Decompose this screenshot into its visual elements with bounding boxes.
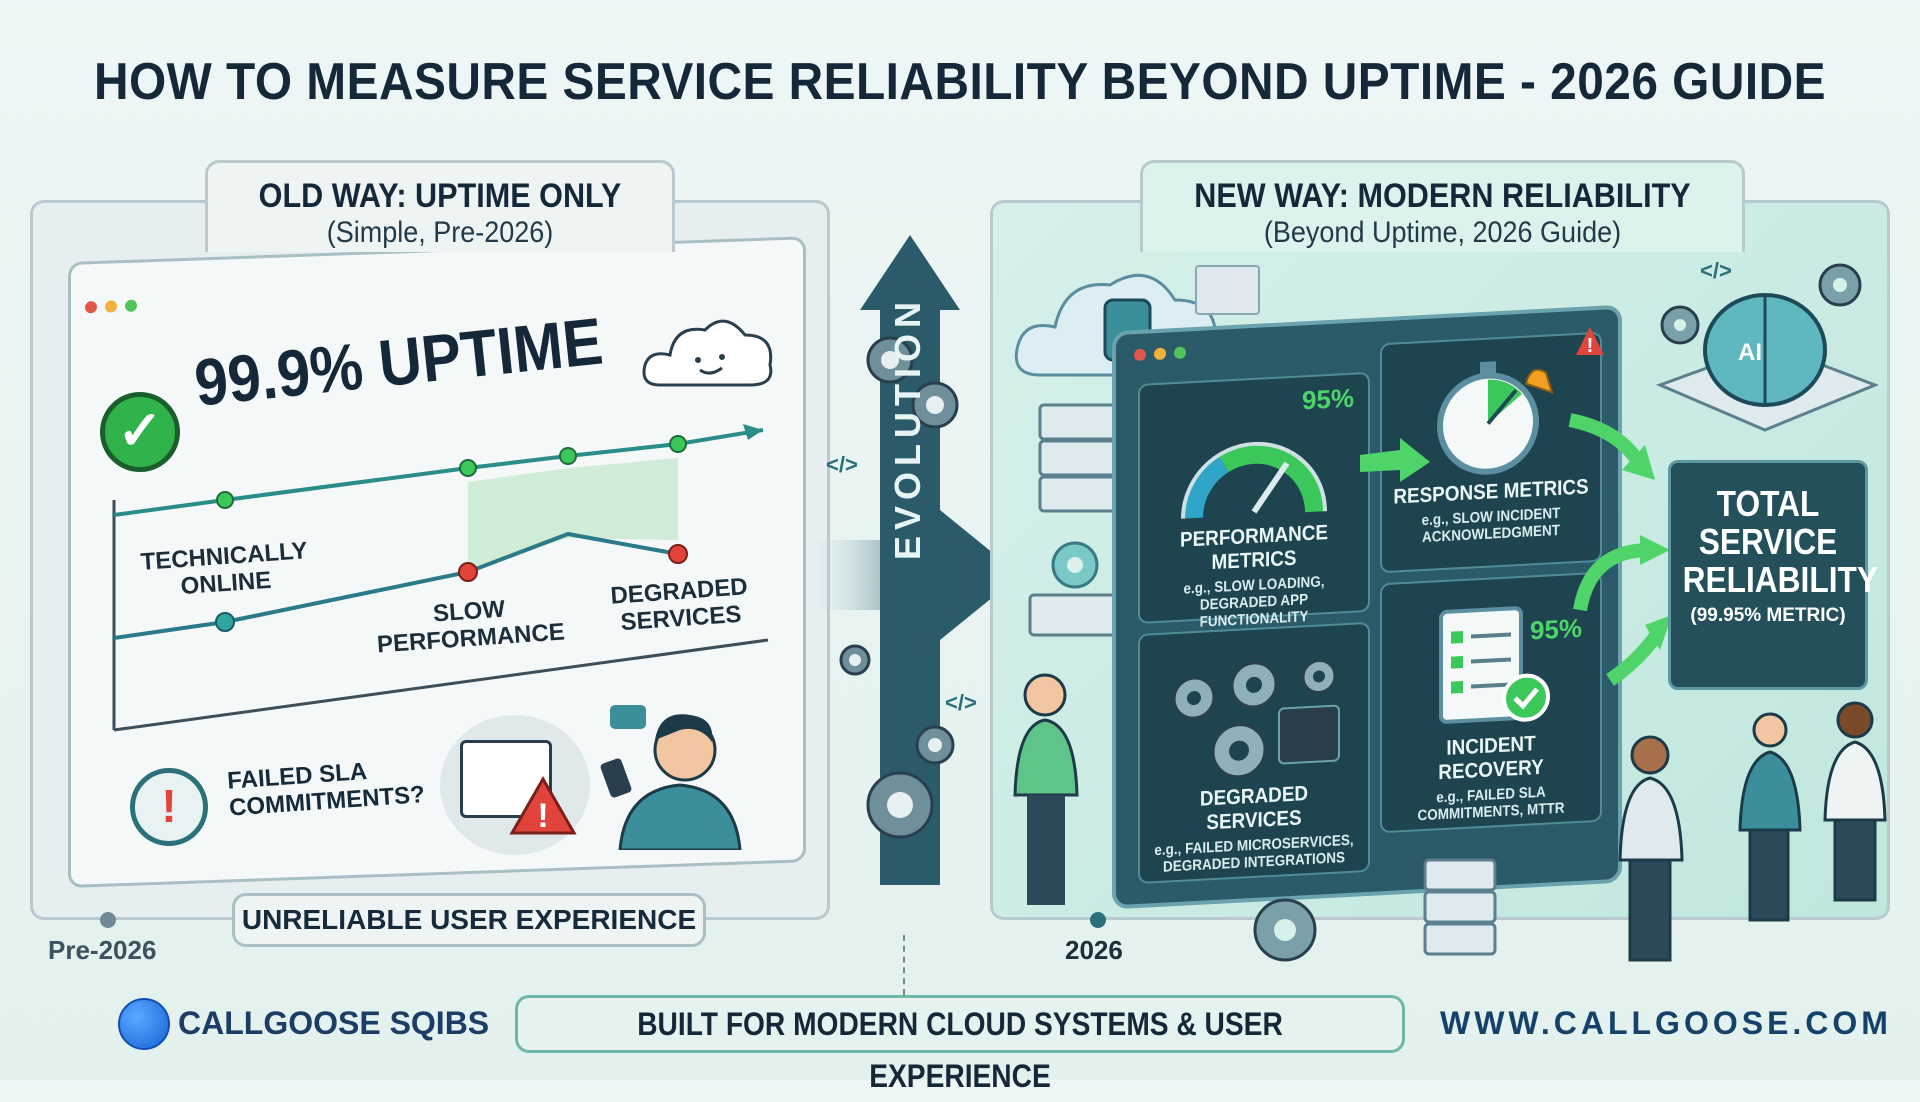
- server-stack-illustration: [1253, 858, 1497, 962]
- window-controls: [85, 298, 145, 318]
- unreliable-experience-banner: UNRELIABLE USER EXPERIENCE: [232, 893, 706, 947]
- tagline-banner: BUILT FOR MODERN CLOUD SYSTEMS & USER EX…: [515, 995, 1405, 1094]
- card-performance-metrics: 95% PERFORMANCE METRICS e.g., SLOW LOADI…: [1138, 371, 1370, 631]
- website-link[interactable]: WWW.CALLGOOSE.COM: [1440, 1005, 1892, 1041]
- happy-cloud-icon: [642, 319, 773, 387]
- brand-name: CALLGOOSE SQIBS: [178, 1005, 490, 1041]
- check-icon: ✓: [100, 392, 180, 472]
- evolution-label: EVOLUTION: [887, 295, 928, 560]
- uptime-chart: [112, 424, 769, 732]
- ai-label: AI: [1738, 339, 1762, 366]
- total-metric: (99.95% METRIC): [1690, 605, 1846, 626]
- error-page-illustration: !: [440, 715, 590, 855]
- gears-icon: [1172, 658, 1340, 779]
- evolution-arrow: [810, 235, 1020, 885]
- code-icon: </>: [1700, 258, 1732, 283]
- warning-icon: !: [509, 775, 577, 835]
- bell-icon: [1524, 368, 1554, 394]
- warning-icon: !: [1576, 327, 1604, 357]
- label-degraded-services: DEGRADED SERVICES: [609, 573, 749, 637]
- old-way-heading: OLD WAY: UPTIME ONLY: [258, 177, 622, 215]
- reliability-dashboard: 95% PERFORMANCE METRICS e.g., SLOW LOADI…: [1112, 304, 1622, 910]
- card-description: e.g., FAILED SLA COMMITMENTS, MTTR: [1417, 783, 1565, 825]
- flow-arrows: [1360, 413, 1672, 686]
- total-title: TOTAL SERVICE RELIABILITY: [1682, 483, 1878, 600]
- tagline-text: BUILT FOR MODERN CLOUD SYSTEMS & USER EX…: [637, 1006, 1283, 1094]
- total-reliability-box: TOTAL SERVICE RELIABILITY (99.95% METRIC…: [1668, 460, 1878, 690]
- checklist-icon: [1439, 606, 1550, 724]
- gauge-icon: [1181, 441, 1327, 519]
- code-icon: </>: [826, 452, 858, 477]
- performance-stat: 95%: [1301, 382, 1354, 416]
- svg-text:!: !: [537, 797, 548, 835]
- uptime-line: [113, 428, 764, 517]
- svg-text:!: !: [1587, 335, 1594, 357]
- page-title: HOW TO MEASURE SERVICE RELIABILITY BEYON…: [94, 53, 1826, 111]
- card-title: PERFORMANCE METRICS: [1179, 521, 1329, 575]
- person-with-tablet-illustration: [1013, 673, 1079, 905]
- card-degraded-services: DEGRADED SERVICES e.g., FAILED MICROSERV…: [1138, 621, 1370, 885]
- degradation-area: [468, 458, 678, 570]
- timeline-dot: [100, 912, 116, 928]
- card-title: INCIDENT RECOVERY: [1438, 732, 1544, 785]
- old-way-header: OLD WAY: UPTIME ONLY (Simple, Pre-2026): [205, 160, 675, 252]
- old-way-subheading: (Simple, Pre-2026): [326, 216, 554, 249]
- team-illustration: [1618, 701, 1887, 962]
- card-title: DEGRADED SERVICES: [1199, 782, 1309, 835]
- card-response-metrics: RESPONSE METRICS e.g., SLOW INCIDENT ACK…: [1380, 331, 1602, 574]
- new-way-header: NEW WAY: MODERN RELIABILITY (Beyond Upti…: [1140, 160, 1745, 252]
- stressed-user-illustration: [600, 705, 742, 850]
- window-controls: [1134, 345, 1194, 366]
- timeline-connector: [903, 935, 905, 995]
- era-pre-2026: Pre-2026: [48, 935, 157, 965]
- timeline-dot: [1090, 912, 1106, 928]
- x-axis: [113, 638, 769, 732]
- alert-clock-icon: !: [130, 768, 208, 846]
- ai-brain-illustration: AI: [1655, 263, 1880, 432]
- era-2026: 2026: [1065, 935, 1123, 965]
- new-way-heading: NEW WAY: MODERN RELIABILITY: [1194, 177, 1691, 215]
- callgoose-logo: [118, 998, 170, 1050]
- new-way-subheading: (Beyond Uptime, 2026 Guide): [1263, 216, 1622, 249]
- server-rack-icon: [1195, 265, 1260, 315]
- code-icon: </>: [945, 690, 977, 715]
- card-incident-recovery: 95% INCIDENT RECOVERY e.g., FAILED SLA C…: [1380, 571, 1602, 834]
- stopwatch-icon: [1437, 361, 1554, 475]
